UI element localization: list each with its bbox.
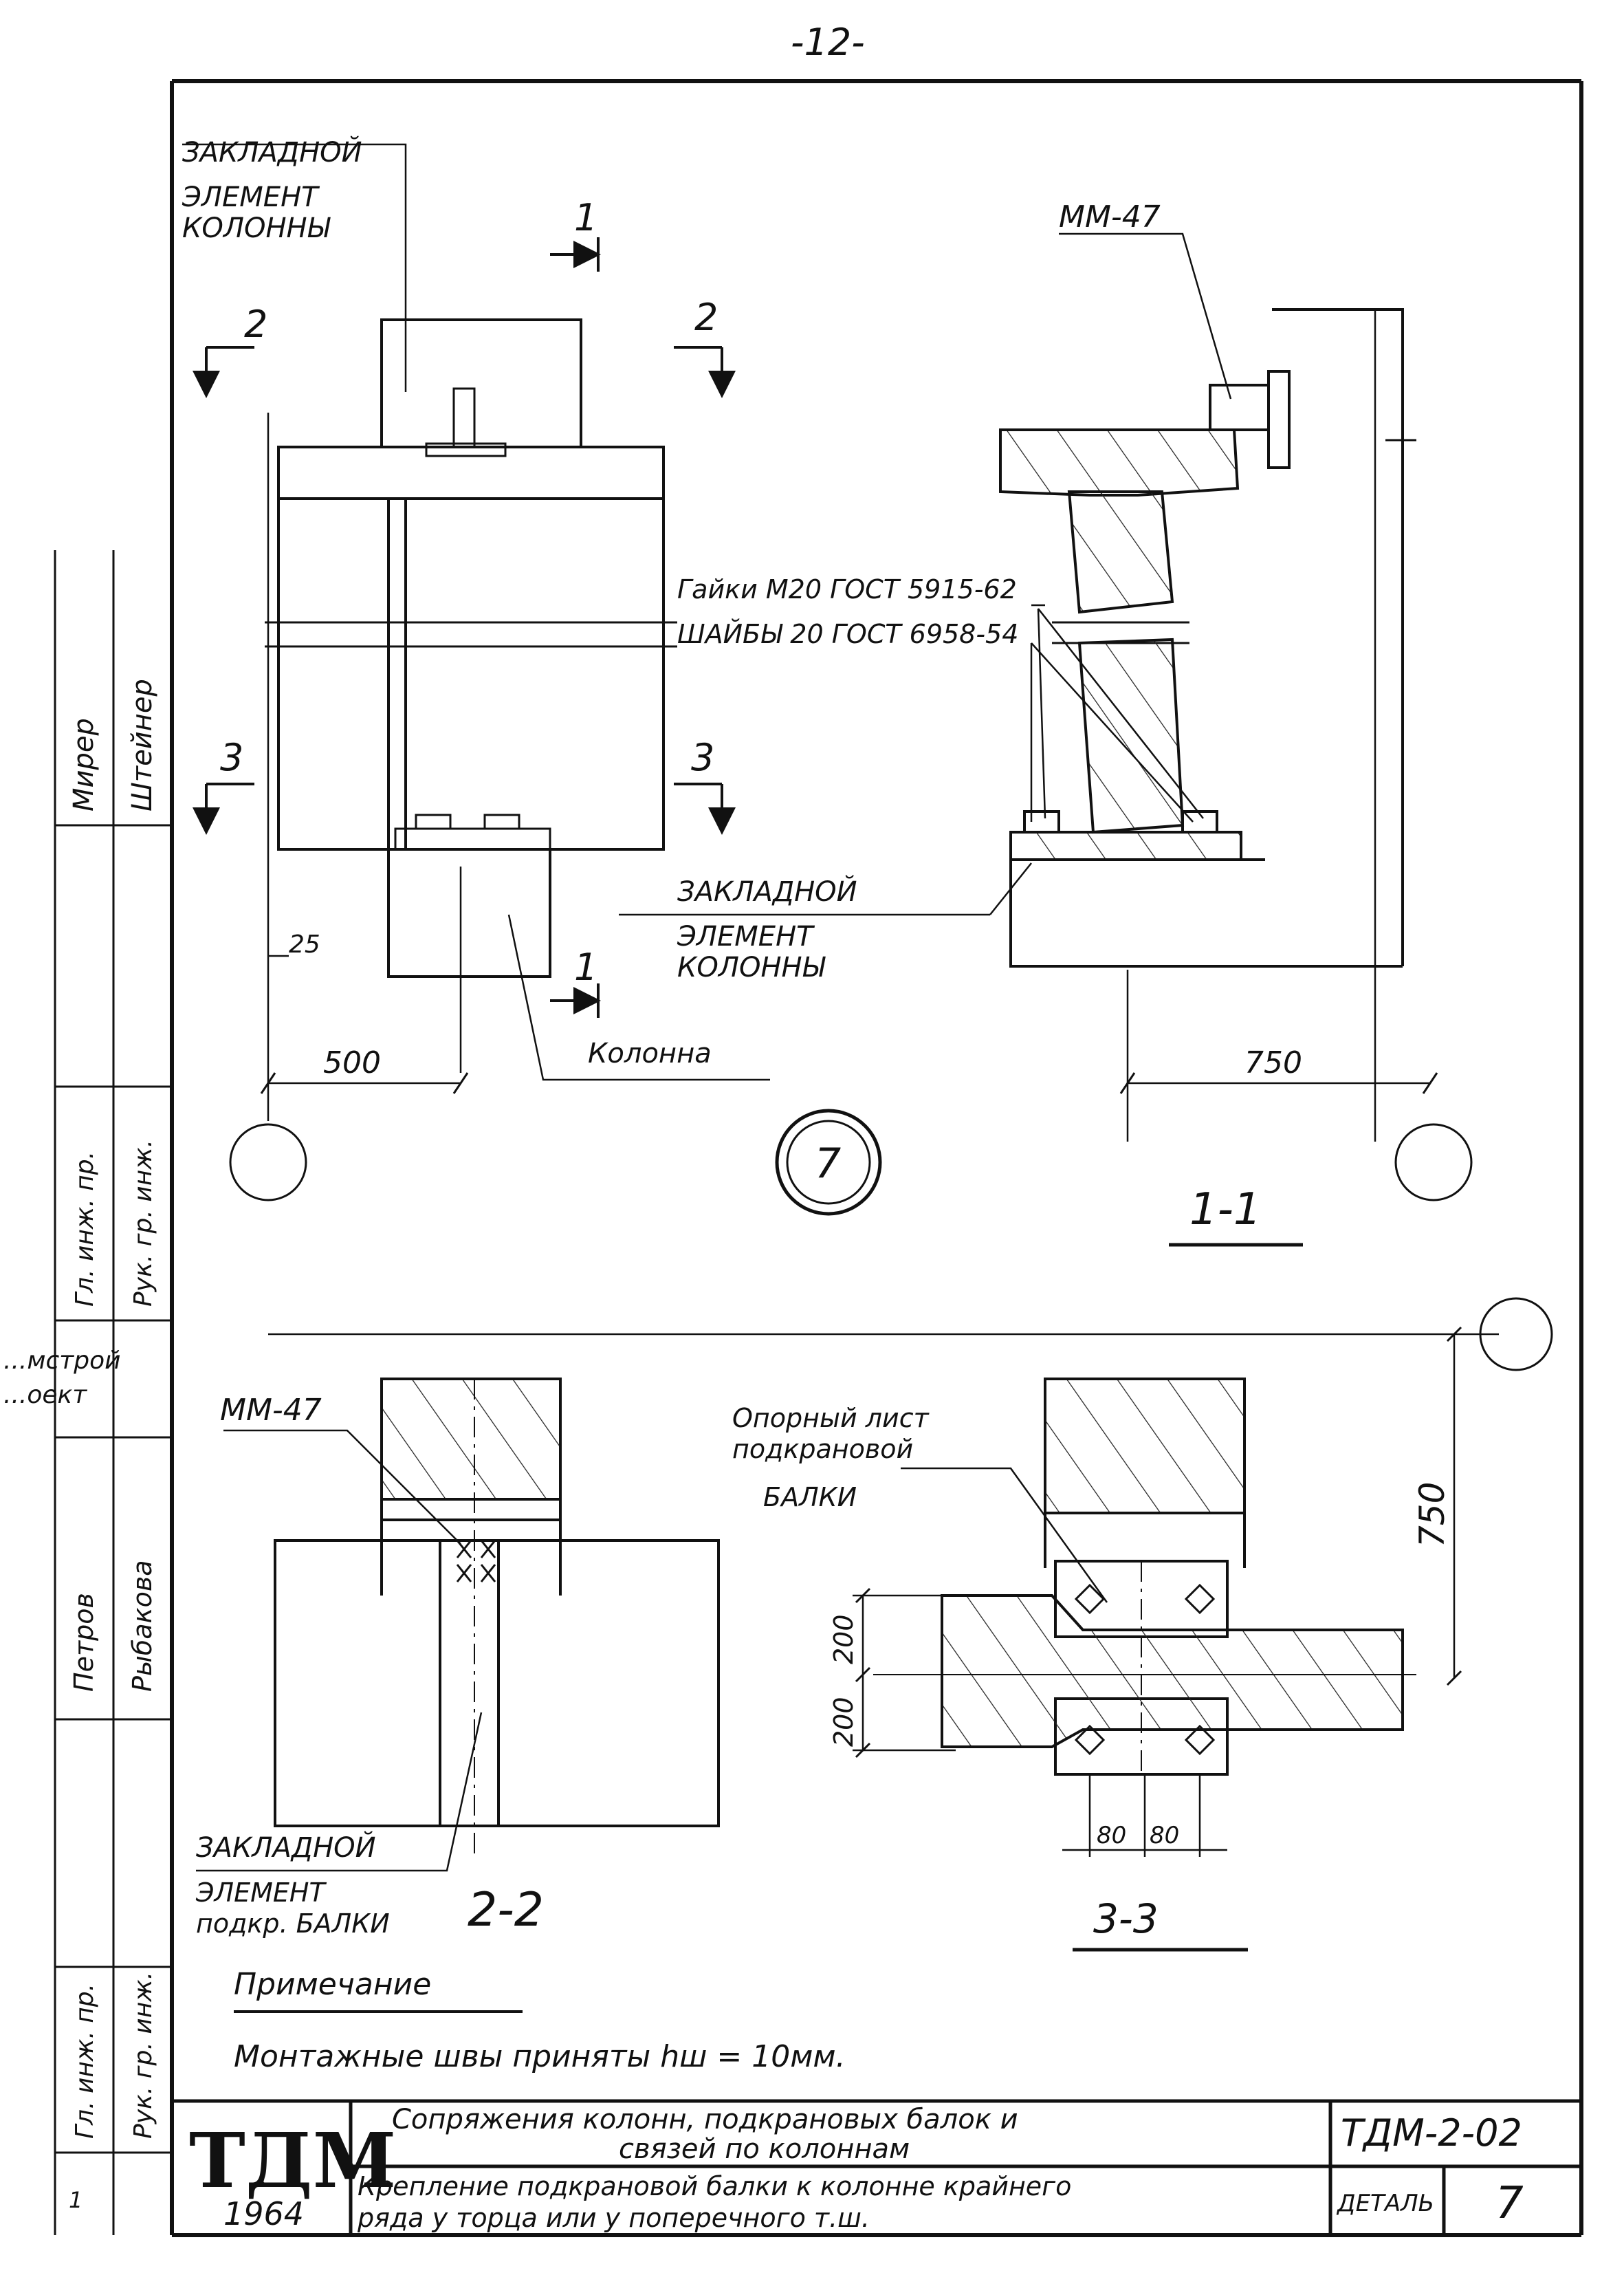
sheet-marker-number: 7 [815, 1140, 841, 1188]
side-stamp-text: Мирер Штейнер Гл. инж. пр. Рук. гр. инж.… [3, 679, 158, 2213]
section-mark-3-right: 3 [691, 736, 714, 779]
dim-200-a: 200 [829, 1614, 859, 1664]
label-embedded-col-top-2: ЭЛЕМЕНТ [182, 182, 320, 213]
stamp-org2: ...оект [3, 1381, 87, 1409]
front-view [182, 143, 990, 1201]
dim-200-b: 200 [829, 1697, 859, 1747]
stamp-n3: Мирер [68, 718, 100, 812]
dim-80-b: 80 [1150, 1822, 1179, 1849]
section-mark-2-left: 2 [244, 303, 267, 346]
view-title-1-1: 1-1 [1169, 1184, 1303, 1247]
label-embedded-beam-2: ЭЛЕМЕНТ [195, 1877, 327, 1908]
tb-title-1: Сопряжения колонн, подкрановых балок и [392, 2104, 1018, 2135]
label-embedded-beam-3: подкр. БАЛКИ [196, 1908, 390, 1939]
label-support-sheet-1: Опорный лист [732, 1403, 930, 1433]
stamp-n4: Штейнер [127, 679, 158, 812]
stamp-p2: Рыбакова [127, 1560, 157, 1692]
title-block-text: ТДМ 1964 Сопряжения колонн, подкрановых … [189, 2104, 1524, 2233]
view-title-2-2-text: 2-2 [468, 1883, 544, 1937]
section-mark-1-top: 1 [574, 196, 597, 239]
section-mark-2-right: 2 [694, 296, 718, 339]
tb-year: 1964 [223, 2195, 304, 2232]
dimension-texts: 25 500 750 750 200 200 80 80 [289, 930, 1452, 1849]
dim-750-h: 750 [1244, 1045, 1302, 1080]
label-embedded-col-top-3: КОЛОННЫ [182, 213, 331, 244]
section-3-3 [853, 1326, 1462, 1857]
label-nuts: Гайки М20 ГОСТ 5915-62 [677, 574, 1017, 605]
section-mark-3-left: 3 [220, 736, 243, 779]
sheet-marker: 7 [775, 1109, 882, 1216]
section-2-2 [196, 1378, 720, 1872]
tb-subtitle-1: Крепление подкрановой балки к колонне кр… [358, 2171, 1071, 2201]
sheet-frame [170, 79, 1583, 2237]
label-column: Колонна [588, 1038, 712, 1069]
label-washers: ШАЙБЫ 20 ГОСТ 6958-54 [677, 619, 1018, 649]
label-support-sheet-3: БАЛКИ [763, 1482, 857, 1512]
label-embedded-beam-1: ЗАКЛАДНОЙ [196, 1831, 376, 1864]
page-number: -12- [791, 21, 865, 64]
section-mark-numbers: 1 1 2 2 3 3 [220, 196, 718, 989]
label-embedded-col-mid-3: КОЛОННЫ [677, 952, 826, 983]
dim-500: 500 [323, 1045, 381, 1080]
label-embedded-col-mid-1: ЗАКЛАДНОЙ [677, 875, 857, 908]
label-embedded-col-mid-2: ЭЛЕМЕНТ [677, 921, 815, 953]
label-mm47-left: ММ-47 [220, 1393, 322, 1428]
section-mark-1-bottom: 1 [574, 946, 597, 989]
label-embedded-col-top-1: ЗАКЛАДНОЙ [182, 135, 362, 168]
stamp-role3: Гл. инж. пр. [71, 1983, 99, 2139]
note-text: Монтажные швы приняты hш = 10мм. [234, 2039, 846, 2074]
view-title-3-3: 3-3 [1073, 1895, 1248, 1952]
title-block [172, 2099, 1581, 2235]
stamp-role4: Рук. гр. инж. [129, 1972, 157, 2139]
tb-logo: ТДМ [189, 2116, 396, 2205]
stamp-role5: 1 [69, 2187, 83, 2213]
label-mm47-top: ММ-47 [1059, 199, 1161, 235]
axis-circle-right [1479, 1297, 1553, 1371]
view-title-3-3-text: 3-3 [1093, 1895, 1159, 1942]
section-1-1 [989, 232, 1473, 1201]
tb-title-2: связей по колоннам [619, 2133, 910, 2165]
stamp-role2: Рук. гр. инж. [129, 1140, 157, 1307]
tb-subtitle-2: ряда у торца или у поперечного т.ш. [357, 2203, 870, 2233]
side-stamp [54, 550, 172, 2235]
tb-detail-label: ДЕТАЛЬ [1336, 2190, 1434, 2217]
stamp-role1: Гл. инж. пр. [71, 1151, 99, 1307]
dim-80-a: 80 [1097, 1822, 1126, 1849]
tb-code: ТДМ-2-02 [1341, 2111, 1522, 2155]
dim-25: 25 [289, 930, 320, 959]
view-title-1-1-text: 1-1 [1189, 1184, 1262, 1235]
tb-detail-number: 7 [1495, 2178, 1524, 2229]
stamp-org1: ...мстрой [3, 1347, 121, 1375]
section-marks-front [193, 237, 736, 1018]
view-title-2-2: 2-2 [468, 1883, 544, 1937]
note-title: Примечание [234, 1967, 431, 2002]
drawing-labels: ЗАКЛАДНОЙ ЭЛЕМЕНТ КОЛОННЫ ММ-47 Гайки М2… [182, 135, 1161, 2074]
dim-750-v: 750 [1412, 1482, 1452, 1547]
stamp-p1: Петров [69, 1593, 99, 1692]
label-support-sheet-2: подкрановой [732, 1434, 913, 1464]
